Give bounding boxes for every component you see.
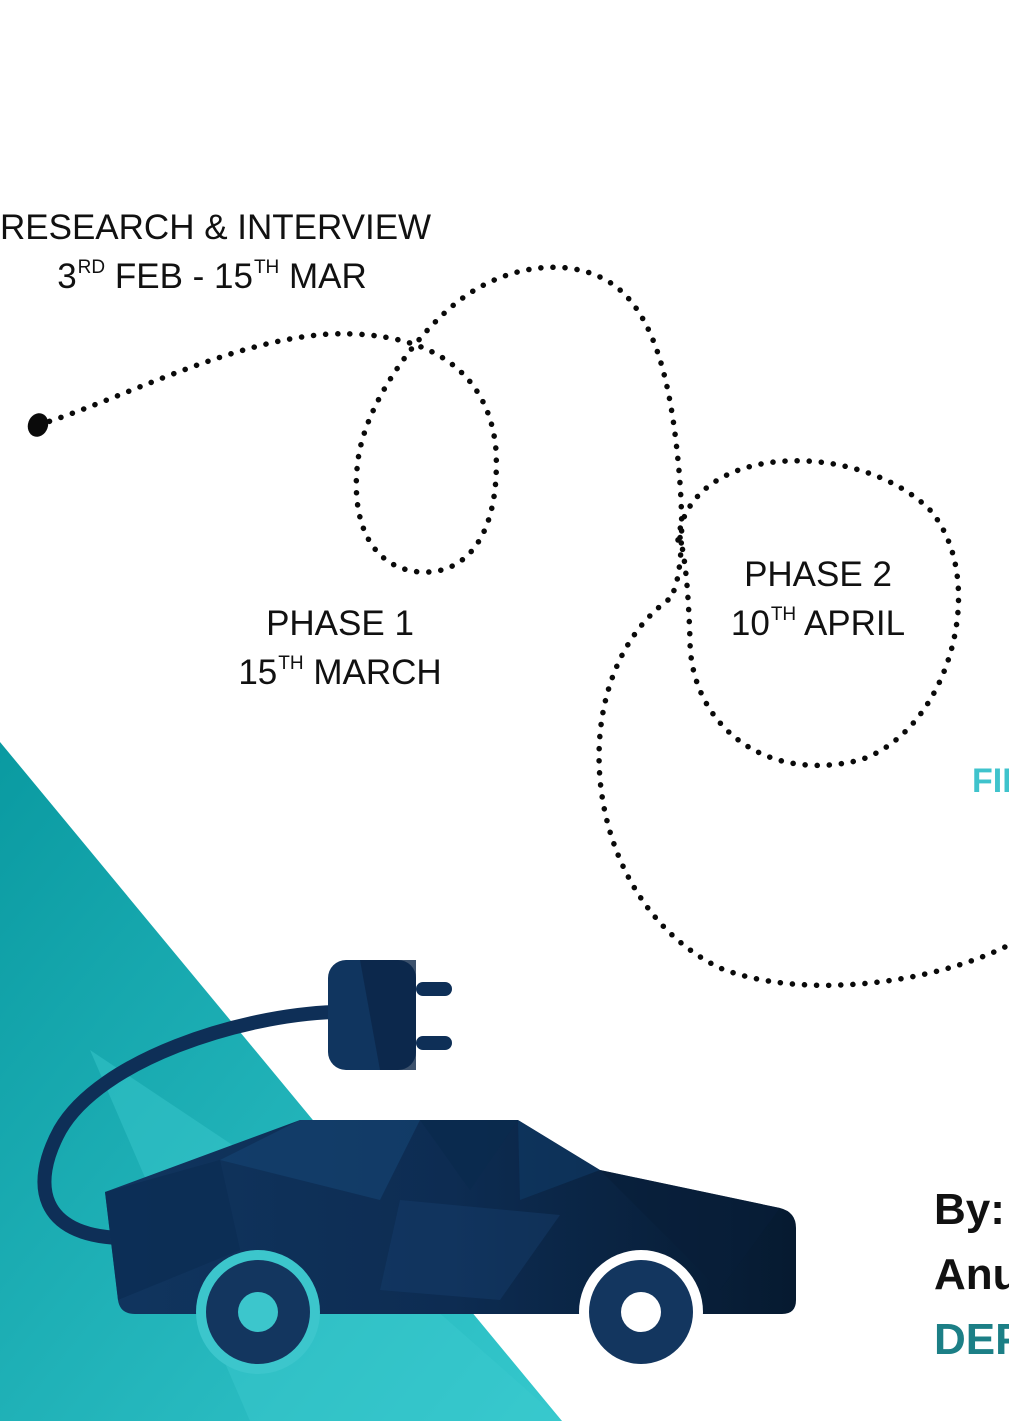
electric-car-icon xyxy=(105,1120,796,1374)
phase-1-date: 15TH MARCH xyxy=(238,653,442,692)
milestone-research-dates: 3RD FEB - 15TH MAR xyxy=(57,257,367,296)
phase-2-title: PHASE 2 xyxy=(744,555,892,594)
milestone-research: RESEARCH & INTERVIEW 3RD FEB - 15TH MAR xyxy=(0,208,432,296)
milestone-phase-2: PHASE 2 10TH APRIL xyxy=(708,557,928,641)
milestone-research-title: RESEARCH & INTERVIEW xyxy=(0,208,432,247)
credits-name-partial: Anu xyxy=(934,1250,1009,1299)
milestone-final-partial: FII xyxy=(972,762,1009,800)
phase-1-title: PHASE 1 xyxy=(266,604,414,643)
plug-icon xyxy=(328,960,452,1070)
milestone-phase-1: PHASE 1 15TH MARCH xyxy=(220,606,460,690)
credits-by-label: By: xyxy=(934,1185,1005,1234)
route-start-dot xyxy=(27,413,49,437)
phase-2-date: 10TH APRIL xyxy=(730,604,906,643)
dotted-route xyxy=(35,264,1009,989)
credits-dept-partial: DEP xyxy=(934,1315,1009,1364)
charging-cable xyxy=(37,1005,342,1245)
